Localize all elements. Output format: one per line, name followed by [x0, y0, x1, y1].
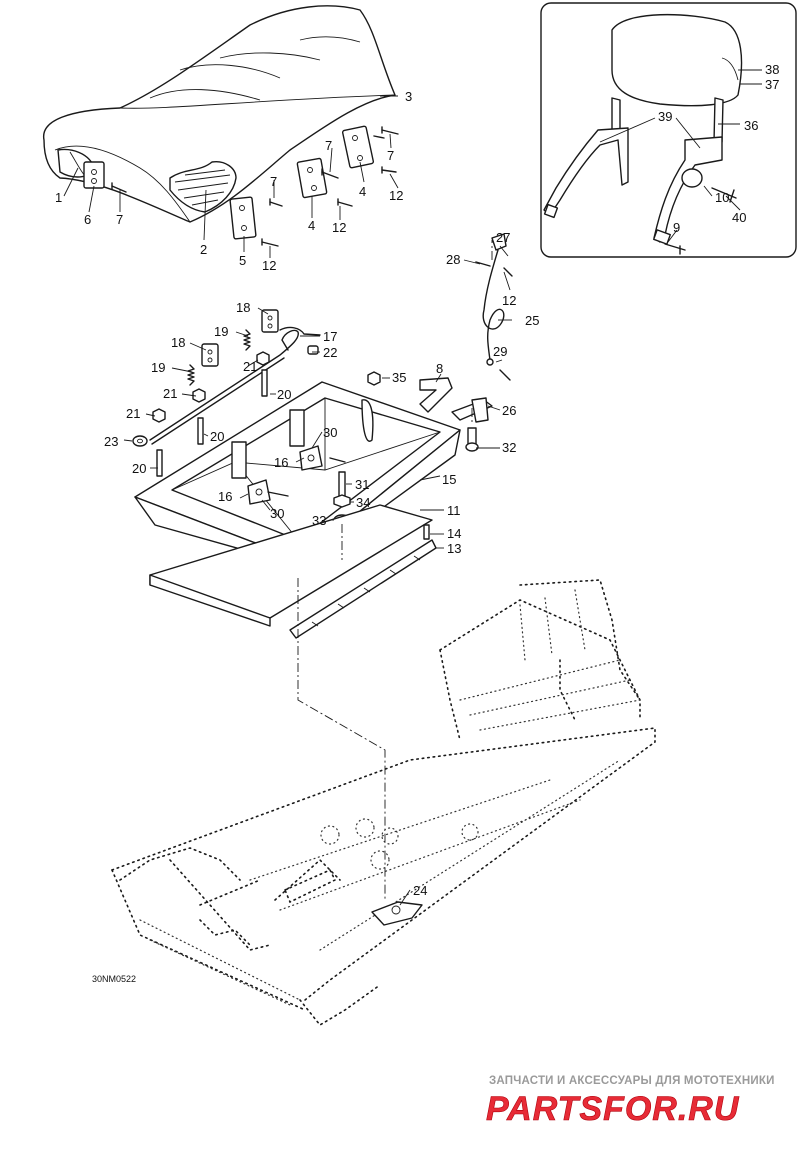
svg-text:PARTSFOR.RU: PARTSFOR.RU [486, 1090, 740, 1128]
washer-23 [132, 435, 148, 447]
callout-7d: 7 [387, 148, 394, 163]
callout-2: 2 [200, 242, 207, 257]
assembly-lines [297, 240, 493, 900]
seat-hinge-4b [341, 125, 375, 169]
callout-18b: 18 [171, 335, 185, 350]
bracket-8 [419, 377, 453, 413]
callout-7c: 7 [325, 138, 332, 153]
callout-30b: 30 [270, 506, 284, 521]
callout-16a: 16 [274, 455, 288, 470]
callout-6: 6 [84, 212, 91, 227]
rod-end-22 [307, 345, 319, 355]
callout-34: 34 [356, 495, 370, 510]
callout-31: 31 [355, 477, 369, 492]
callout-4a: 4 [308, 218, 315, 233]
callout-3: 3 [405, 89, 412, 104]
callout-12b: 12 [332, 220, 346, 235]
callout-28: 28 [446, 252, 460, 267]
callout-9: 9 [673, 220, 680, 235]
mounting-brackets-16 [247, 445, 346, 505]
callout-23: 23 [104, 434, 118, 449]
callout-32: 32 [502, 440, 516, 455]
callout-22: 22 [323, 345, 337, 360]
callout-17: 17 [323, 329, 337, 344]
drawing-code: 30NM0522 [92, 974, 136, 984]
callout-21c: 21 [126, 406, 140, 421]
callout-18a: 18 [236, 300, 250, 315]
screw-14 [423, 524, 430, 540]
callout-4b: 4 [359, 184, 366, 199]
seat-hinge-4a [296, 157, 328, 199]
callout-12a: 12 [262, 258, 276, 273]
bolts-20 [156, 369, 268, 477]
seat-base-pad-11 [149, 504, 433, 627]
nuts-21 [152, 351, 270, 423]
callout-38: 38 [765, 62, 779, 77]
callout-20a: 20 [277, 387, 291, 402]
watermark-tagline: ЗАПЧАСТИ И АКСЕССУАРЫ ДЛЯ МОТОТЕХНИКИ [489, 1075, 775, 1087]
callout-7b: 7 [270, 174, 277, 189]
callout-20c: 20 [132, 461, 146, 476]
callout-5: 5 [239, 253, 246, 268]
callout-16b: 16 [218, 489, 232, 504]
spring-19 [187, 329, 251, 386]
callout-24: 24 [413, 883, 427, 898]
seat-patch [169, 161, 237, 213]
leader-37-38 [740, 69, 762, 85]
callout-19a: 19 [214, 324, 228, 339]
callout-12d: 12 [502, 293, 516, 308]
partsfor-logo: PARTSFOR.RU [486, 1090, 740, 1129]
callouts: 1 2 3 4 4 5 6 7 7 7 7 8 9 10 11 12 12 12… [55, 62, 779, 898]
callout-36: 36 [744, 118, 758, 133]
tether-cable-25 [475, 233, 513, 381]
callout-10: 10 [715, 190, 729, 205]
center-bracket-24 [371, 901, 423, 926]
seat-hinge-6 [83, 161, 105, 189]
callout-21b: 21 [163, 386, 177, 401]
callout-8: 8 [436, 361, 443, 376]
seat-hinge-5 [229, 196, 257, 240]
callout-15: 15 [442, 472, 456, 487]
callout-13: 13 [447, 541, 461, 556]
leader-lines [63, 69, 741, 906]
callout-26: 26 [502, 403, 516, 418]
callout-33: 33 [312, 513, 326, 528]
callout-35: 35 [392, 370, 406, 385]
bolt-32 [465, 427, 479, 452]
callout-1: 1 [55, 190, 62, 205]
callout-11: 11 [447, 503, 461, 518]
callout-39: 39 [658, 109, 672, 124]
callout-30a: 30 [323, 425, 337, 440]
callout-27: 27 [496, 230, 510, 245]
callout-19b: 19 [151, 360, 165, 375]
callout-7a: 7 [116, 212, 123, 227]
callout-14: 14 [447, 526, 461, 541]
callout-21a: 21 [243, 359, 257, 374]
callout-25: 25 [525, 313, 539, 328]
rivets-and-screws [111, 126, 399, 247]
callout-20b: 20 [210, 429, 224, 444]
callout-29: 29 [493, 344, 507, 359]
latch-hinge-18b [201, 343, 219, 367]
callout-37: 37 [765, 77, 779, 92]
latch-hinge-18a [261, 309, 279, 333]
callout-12c: 12 [389, 188, 403, 203]
callout-40: 40 [732, 210, 746, 225]
backrest-inset [540, 2, 797, 258]
chassis-frame [111, 579, 656, 1027]
nut-35 [367, 371, 381, 386]
